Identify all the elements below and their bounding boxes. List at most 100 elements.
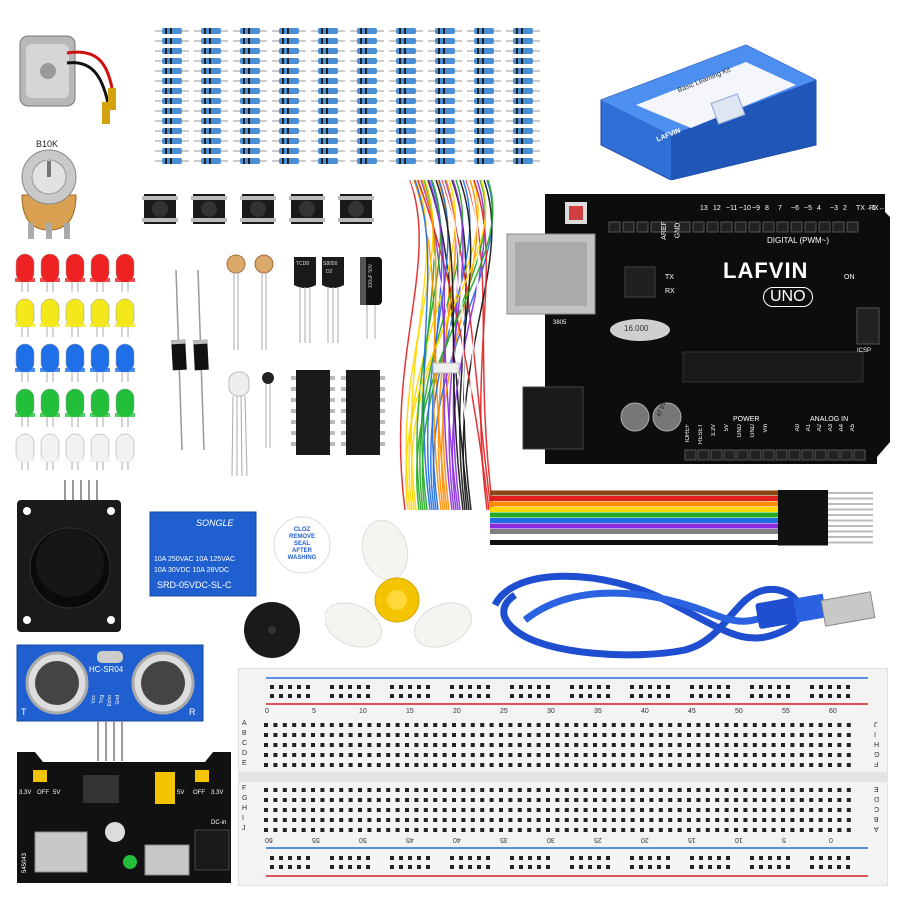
relay-model: SRD-05VDC-SL-C — [157, 580, 232, 590]
board-pin-number: TX→1 — [856, 205, 876, 212]
breadboard-row-label: E — [874, 785, 879, 792]
breadboard-row-label: H — [242, 805, 248, 812]
kit-box: Basic Learning Kit LAFVIN — [596, 30, 821, 180]
board-analog-pin-label: A3 — [828, 424, 834, 432]
push-buttons — [142, 190, 382, 230]
buzzer-sticker-line: CLOZ — [293, 527, 311, 533]
ultrasonic-pin-label: Vcc — [91, 695, 97, 704]
resistor-array — [155, 25, 545, 170]
breadboard-column-number: 30 — [547, 708, 555, 715]
board-crystal-label: 16.000 — [624, 324, 649, 333]
board-analog-pin-label: A1 — [806, 424, 812, 432]
board-power-pin-label: IOREF — [685, 424, 691, 443]
breadboard-column-number: 55 — [312, 836, 320, 843]
ultrasonic-pin-label: Trig — [99, 695, 105, 704]
board-power-pin-label: 3.3V — [711, 424, 717, 437]
breadboard-row-label: A — [874, 825, 879, 832]
power-module-3v3-right: 3.3V — [211, 790, 224, 796]
breadboard-row-label: G — [874, 750, 880, 757]
breadboard-column-number: 55 — [782, 708, 790, 715]
breadboard-column-number: 5 — [312, 708, 316, 715]
breadboard-column-number: 50 — [359, 836, 367, 843]
rgb-led — [224, 368, 254, 478]
board-rx-label: RX — [665, 288, 675, 295]
ribbon-wires — [488, 485, 883, 555]
breadboard-row-label: I — [242, 815, 244, 822]
buzzer-sticker-line: AFTER — [292, 548, 312, 554]
relay-brand: SONGLE — [196, 518, 234, 528]
board-analog-pin-label: A4 — [839, 424, 845, 432]
ic-chips — [290, 362, 390, 462]
led-grid — [12, 250, 142, 470]
breadboard-column-number: 15 — [688, 836, 696, 843]
relay: SONGLE 10A 250VAC 10A 125VAC 10A 30VDC 1… — [148, 510, 258, 598]
breadboard-column-number: 10 — [359, 708, 367, 715]
power-module-5v-right: 5V — [177, 790, 185, 796]
breadboard-row-label: H — [874, 740, 880, 747]
breadboard-column-number: 40 — [453, 836, 461, 843]
transistor-label-2: S8050 — [323, 261, 338, 267]
transistor-label-3: D2 — [326, 269, 333, 275]
breadboard-column-number: 50 — [735, 708, 743, 715]
thermistor — [258, 370, 278, 450]
board-tx-label: TX — [665, 274, 674, 281]
breadboard-column-number: 35 — [500, 836, 508, 843]
ultrasonic-pin-label: Gnd — [115, 695, 121, 705]
diodes — [162, 265, 217, 455]
fan-propeller — [325, 520, 475, 660]
buzzer-sticker-line: REMOVE — [288, 534, 315, 540]
breadboard-column-number: 20 — [641, 836, 649, 843]
breadboard-column-number: 30 — [547, 836, 555, 843]
usb-cable — [485, 560, 890, 670]
power-module-off-right: OFF — [193, 790, 205, 796]
breadboard-row-label: D — [242, 750, 248, 757]
breadboard-column-number: 25 — [500, 708, 508, 715]
board-analog-pin-label: A0 — [795, 424, 801, 432]
breadboard-column-number: 35 — [594, 708, 602, 715]
breadboard-column-number: 45 — [406, 836, 414, 843]
breadboard-row-label: J — [874, 720, 878, 727]
breadboard-column-number: 5 — [782, 836, 786, 843]
board-pin-number: 7 — [778, 205, 782, 212]
capacitor: 100uF 50V — [356, 255, 386, 340]
power-module-3v3-left: 3.3V — [19, 790, 32, 796]
board-pin-number: ~9 — [752, 205, 760, 212]
board-pin-number: 2 — [843, 205, 847, 212]
power-module-5v-left: 5V — [53, 790, 61, 796]
breadboard-row-label: F — [874, 760, 879, 767]
board-pin-number: ~10 — [739, 205, 751, 212]
board-power-pin-label: RESET — [698, 424, 704, 445]
power-module-code: 545043 — [22, 852, 29, 874]
board-pin-number: 4 — [817, 205, 821, 212]
board-power-pin-label: 5V — [724, 424, 730, 432]
breadboard-row-label: J — [242, 825, 246, 832]
breadboard-row-label: D — [874, 795, 880, 802]
board-regulator-label: 3805 — [553, 320, 567, 326]
board-model: UNO — [763, 287, 813, 307]
board-pin-number: 13 — [700, 205, 708, 212]
board-pin-number: 8 — [765, 205, 769, 212]
potentiometer: B10K — [14, 135, 84, 240]
breadboard-row-label: A — [242, 720, 247, 727]
breadboard-row-label: C — [874, 805, 880, 812]
board-pin-number: RX←0 — [869, 205, 890, 212]
relay-line-1: 10A 250VAC 10A 125VAC — [154, 556, 236, 563]
board-power-pin-label: GND — [737, 424, 743, 438]
board-pin-number: ~5 — [804, 205, 812, 212]
buzzer-passive — [242, 600, 302, 660]
photoresistors — [222, 252, 282, 352]
board-gnd-label: GND — [674, 222, 682, 239]
breadboard-column-number: 0 — [829, 836, 833, 843]
capacitor-label: 100uF 50V — [368, 263, 375, 289]
ultrasonic-model: HC-SR04 — [89, 665, 124, 674]
board-on-label: ON — [844, 274, 855, 281]
board-power-label: POWER — [733, 416, 760, 423]
board-aref-label: AREF — [660, 221, 668, 240]
